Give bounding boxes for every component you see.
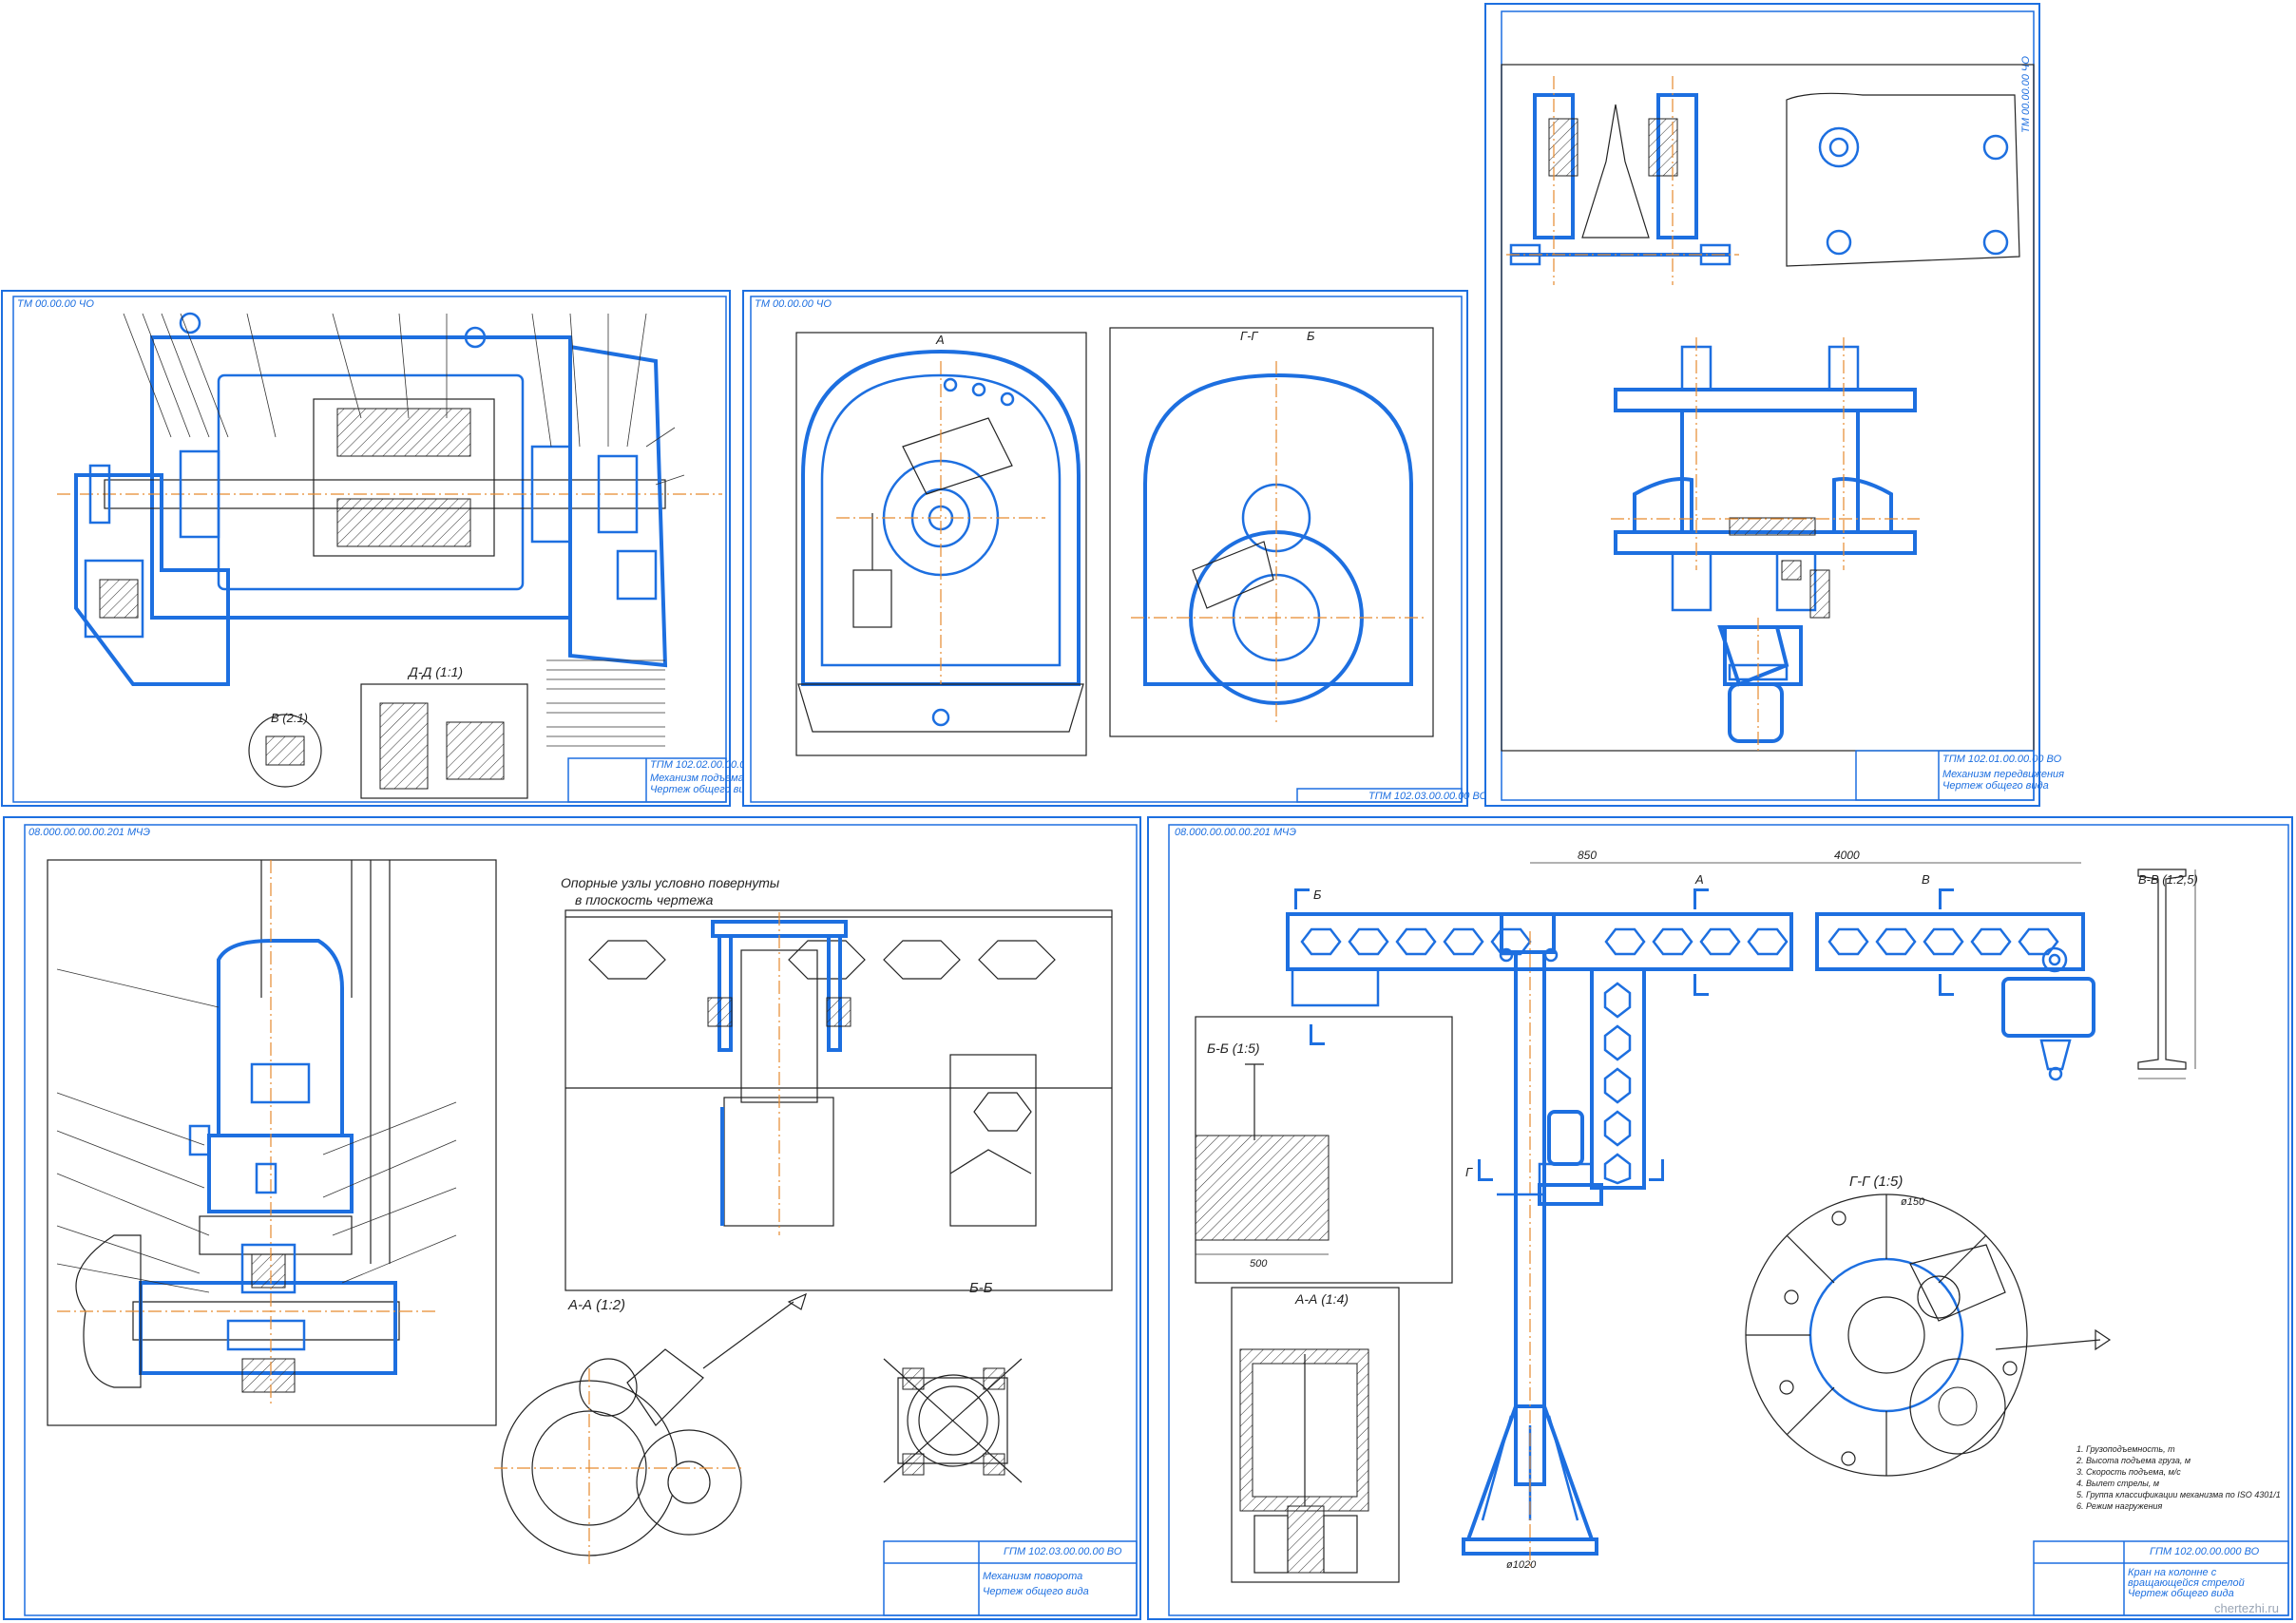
s5-cut-g: Г xyxy=(1465,1165,1473,1179)
s1-section-d: Д-Д (1:1) xyxy=(407,664,463,679)
section-vv-beam xyxy=(2137,869,2196,1079)
sheet2-code: ТМ 00.00.00 ЧО xyxy=(755,298,832,310)
boom-truss-section xyxy=(565,912,1112,1235)
sheet-travel-mechanism: ТМ 00.00.00 ЧО xyxy=(1484,3,2064,807)
s3-title-code: ТПМ 102.01.00.00.00 ВО xyxy=(1942,754,2062,765)
section-aa-box xyxy=(1231,1287,1400,1583)
s5-dim-500: 500 xyxy=(1250,1258,1268,1270)
section-aa-gears xyxy=(494,1292,807,1568)
sheet-hoist-mechanism: ТМ 00.00.00 ЧО xyxy=(1,290,770,807)
section-bb-block: 500 xyxy=(1195,1063,1330,1270)
sheet-column-crane: 08.000.00.00.00.201 МЧЭ 850 4000 xyxy=(1147,816,2293,1620)
sheet3-code: ТМ 00.00.00 ЧО xyxy=(2020,56,2032,133)
svg-text:1. Грузоподъемность, т: 1. Грузоподъемность, т xyxy=(2076,1444,2175,1454)
s4-support-note-2: в плоскость чертежа xyxy=(575,892,714,907)
sheet-slewing-mechanism: 08.000.00.00.00.201 МЧЭ xyxy=(3,816,1141,1620)
svg-text:2. Высота подъема груза, м: 2. Высота подъема груза, м xyxy=(2076,1456,2191,1465)
s5-section-bb: Б-Б (1:5) xyxy=(1207,1041,1260,1056)
s5-cut-b: Б xyxy=(1313,888,1322,902)
diagonal-strut xyxy=(1590,967,1646,1190)
s2-view-g: Г-Г xyxy=(1240,329,1258,343)
svg-text:Механизм поворота: Механизм поворота xyxy=(983,1571,1082,1582)
svg-text:4. Вылет стрелы, м: 4. Вылет стрелы, м xyxy=(2076,1479,2159,1488)
slewing-drive xyxy=(1497,1110,1603,1206)
slewing-drive-section xyxy=(57,860,437,1406)
trolley-hoist xyxy=(2001,946,2095,1081)
s5-section-aa: А-А (1:4) xyxy=(1294,1291,1349,1307)
section-bb-clamp xyxy=(883,1358,1023,1483)
s5-dim-850: 850 xyxy=(1578,849,1597,862)
s5-title-code: ГПМ 102.00.00.000 ВО xyxy=(2150,1546,2260,1557)
section-gg-base: ø150 xyxy=(1745,1193,2112,1477)
svg-text:5. Группа классификации механи: 5. Группа классификации механизма по ISO… xyxy=(2076,1490,2281,1499)
s4-section-aa: А-А (1:2) xyxy=(567,1297,625,1313)
s5-section-gg: Г-Г (1:5) xyxy=(1849,1174,1903,1190)
sheet1-code: ТМ 00.00.00 ЧО xyxy=(17,298,94,310)
sheet1-leaders xyxy=(123,313,685,486)
sheet-cover-views: ТМ 00.00.00 ЧО А Г-Г Б ТПМ 102.03.00.00.… xyxy=(742,290,1488,807)
column xyxy=(1462,931,1598,1568)
sheet5-code: 08.000.00.00.00.201 МЧЭ xyxy=(1175,827,1296,838)
s5-view-vv: В-В (1:2,5) xyxy=(2138,872,2198,887)
s5-cut-a: А xyxy=(1694,872,1704,887)
svg-text:3. Скорость подъема, м/с: 3. Скорость подъема, м/с xyxy=(2076,1467,2181,1477)
svg-text:Чертеж общего вида: Чертеж общего вида xyxy=(2128,1588,2234,1599)
s5-dim-4000: 4000 xyxy=(1834,849,1860,862)
svg-text:Чертеж общего вида: Чертеж общего вида xyxy=(650,784,756,795)
svg-text:вращающейся стрелой: вращающейся стрелой xyxy=(2128,1577,2245,1589)
s4-support-note-1: Опорные узлы условно повернуты xyxy=(561,875,780,890)
sheet4-code: 08.000.00.00.00.201 МЧЭ xyxy=(29,827,150,838)
s2-title-code: ТПМ 102.03.00.00.00 ВО xyxy=(1368,791,1488,802)
cut-markers xyxy=(1294,888,1954,1181)
svg-text:6. Режим нагружения: 6. Режим нагружения xyxy=(2076,1501,2163,1511)
s1-title-code: ТПМ 102.02.00.00.00 ВО xyxy=(650,759,770,771)
s1-view-b: В (2:1) xyxy=(271,711,308,725)
svg-text:Механизм подъема: Механизм подъема xyxy=(650,773,744,784)
tech-notes: 1. Грузоподъемность, т 2. Высота подъема… xyxy=(2076,1444,2281,1511)
s4-section-bb: Б-Б xyxy=(969,1280,993,1296)
s2-view-b: Б xyxy=(1307,329,1315,343)
svg-text:Чертеж общего вида: Чертеж общего вида xyxy=(983,1586,1089,1597)
svg-text:Кран на колонне с: Кран на колонне с xyxy=(2128,1567,2217,1578)
svg-text:Чертеж общего вида: Чертеж общего вида xyxy=(1942,780,2049,792)
sheet4-leaders xyxy=(56,968,457,1293)
stator-hatch xyxy=(336,408,471,547)
s5-dim-d1020: ø1020 xyxy=(1506,1559,1537,1571)
watermark: chertezhi.ru xyxy=(2214,1601,2279,1615)
sheet1-notes xyxy=(546,659,665,747)
s5-cut-v: В xyxy=(1922,872,1930,887)
s4-title-code: ГПМ 102.03.00.00.00 ВО xyxy=(1004,1546,1122,1557)
trolley-front-view xyxy=(1611,337,1920,751)
svg-text:Механизм передвижения: Механизм передвижения xyxy=(1942,769,2064,780)
s5-dim-d150: ø150 xyxy=(1901,1196,1925,1208)
trolley-section xyxy=(1506,76,1739,285)
s2-view-a: А xyxy=(935,333,945,347)
